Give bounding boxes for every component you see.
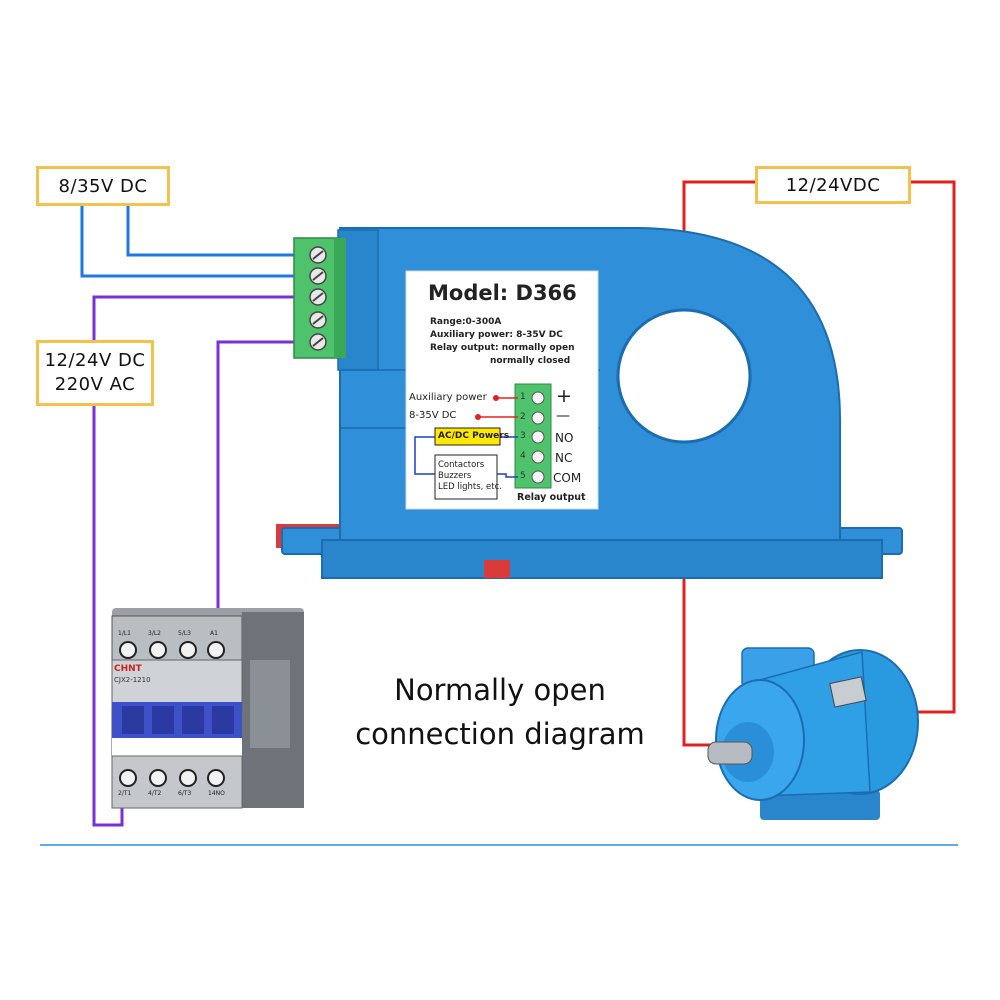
terminal-5-sign: COM <box>553 471 582 485</box>
aux-supply-text: 8/35V DC <box>58 175 148 197</box>
terminal-3-sign: NO <box>555 431 574 445</box>
contactor-model: CJX2-1210 <box>114 676 151 684</box>
device-relay-line1: Relay output: normally open <box>430 343 575 353</box>
contactor-bottom-terminal-4: 14NO <box>208 790 225 797</box>
terminal-2-num: 2 <box>520 412 526 422</box>
caption-line2: connection diagram <box>355 717 645 751</box>
aux-supply-label: 8/35V DC <box>36 166 170 206</box>
contactor-bottom-terminal-3: 6/T3 <box>178 790 192 797</box>
terminal-4-sign: NC <box>555 451 573 465</box>
terminal-1-sign: + <box>556 385 572 407</box>
terminal-4-num: 4 <box>520 451 526 461</box>
contactor-brand: CHNT <box>114 664 142 674</box>
contactor-top-terminal-4: A1 <box>210 630 218 637</box>
load-supply-label: 12/24V DC 220V AC <box>36 340 154 406</box>
contactor-top-terminal-2: 3/L2 <box>148 630 161 637</box>
load-line1: Contactors <box>438 460 485 470</box>
current-sensor-device <box>276 227 903 579</box>
load-line3: LED lights, etc. <box>438 482 502 492</box>
device-relay-line2: normally closed <box>490 356 571 366</box>
aux-power-voltage: 8-35V DC <box>409 410 457 421</box>
acdc-power-label: AC/DC Powers <box>438 431 510 441</box>
caption-line1: Normally open <box>394 673 606 707</box>
aux-supply-wires <box>80 198 296 278</box>
contactor-top-terminal-3: 5/L3 <box>178 630 191 637</box>
contactor-bottom-terminal-2: 4/T2 <box>148 790 162 797</box>
motor-supply-text: 12/24VDC <box>785 174 881 196</box>
device-aux-power: Auxiliary power: 8-35V DC <box>430 330 563 340</box>
aux-power-label: Auxiliary power <box>409 392 487 403</box>
terminal-2-sign: — <box>556 408 570 424</box>
diagram-caption: Normally open connection diagram <box>320 668 680 756</box>
terminal-block <box>293 237 346 359</box>
terminal-5-num: 5 <box>520 471 526 481</box>
load-supply-wires <box>92 295 296 827</box>
device-model: Model: D366 <box>428 281 577 305</box>
load-supply-line2: 220V AC <box>54 374 136 395</box>
device-range: Range:0-300A <box>430 317 502 327</box>
terminal-1-num: 1 <box>520 392 526 402</box>
contactor <box>111 608 304 809</box>
motor-supply-label: 12/24VDC <box>755 166 911 204</box>
relay-output-label: Relay output <box>517 492 586 503</box>
load-line2: Buzzers <box>438 471 472 481</box>
terminal-3-num: 3 <box>520 431 526 441</box>
load-supply-line1: 12/24V DC <box>44 350 146 371</box>
contactor-bottom-terminal-1: 2/T1 <box>118 790 132 797</box>
contactor-top-terminal-1: 1/L1 <box>118 630 131 637</box>
electric-motor <box>707 647 919 820</box>
